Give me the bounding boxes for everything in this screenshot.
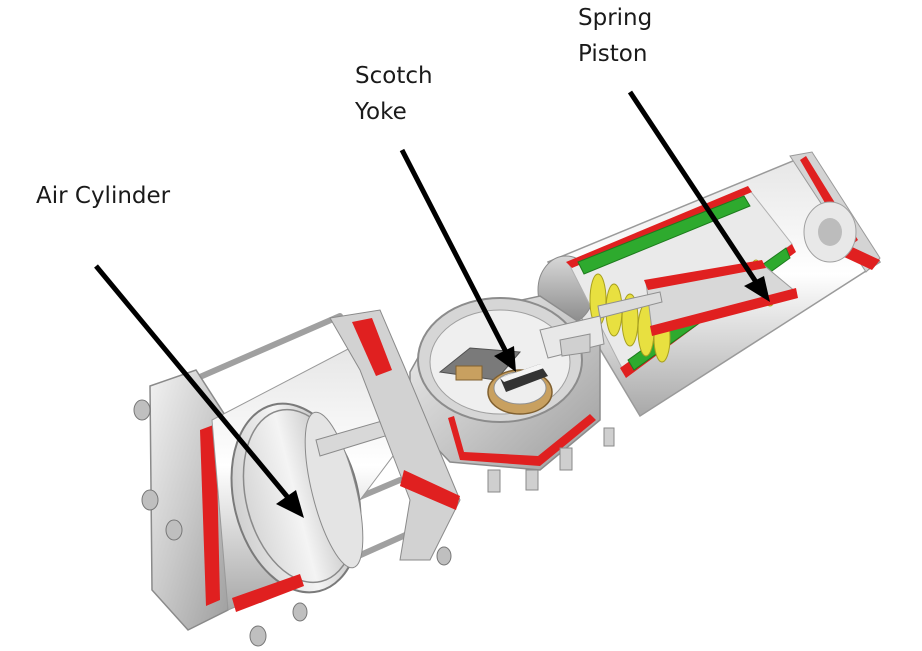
air-cylinder-arrowhead <box>276 490 304 518</box>
spring-piston-arrowhead <box>744 276 770 302</box>
air-cylinder-arrow <box>94 264 292 502</box>
callout-arrows <box>94 90 770 518</box>
spring-piston-label: Spring Piston <box>578 0 652 72</box>
spring-piston-arrow <box>627 90 759 284</box>
scotch-yoke-arrow <box>399 148 509 354</box>
scotch-yoke-label-line2: Yoke <box>355 99 407 125</box>
air-cylinder-label: Air Cylinder <box>36 178 170 214</box>
spring-piston-label-line2: Piston <box>578 41 648 67</box>
air-cylinder-label-text: Air Cylinder <box>36 183 171 209</box>
air-cylinder <box>133 309 461 647</box>
scotch-yoke-label: Scotch Yoke <box>355 58 433 130</box>
scotch-yoke-arrowhead <box>494 346 516 372</box>
spring-cylinder <box>537 151 882 418</box>
spring-piston-label-line1: Spring <box>578 5 653 31</box>
scotch-yoke-label-line1: Scotch <box>355 63 433 89</box>
